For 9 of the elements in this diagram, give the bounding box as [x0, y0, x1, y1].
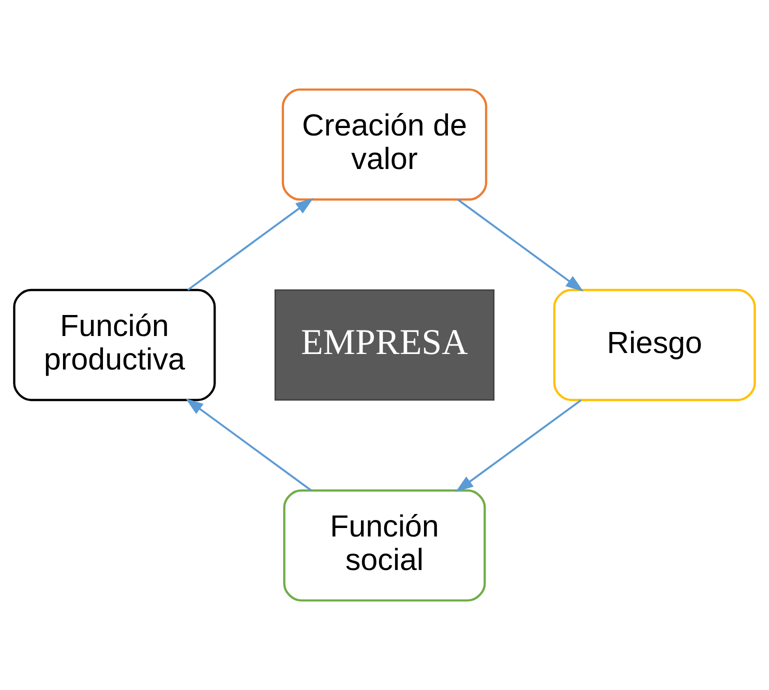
node-box: Creación de valor: [282, 88, 488, 201]
arrow: [457, 198, 584, 292]
node-box: Función productiva: [13, 288, 216, 402]
node-box: Función social: [283, 489, 486, 602]
node-box: EMPRESA: [274, 289, 494, 401]
arrow: [186, 398, 312, 492]
node-box: Riesgo: [553, 288, 756, 402]
arrow: [456, 399, 582, 492]
arrow: [187, 198, 314, 291]
